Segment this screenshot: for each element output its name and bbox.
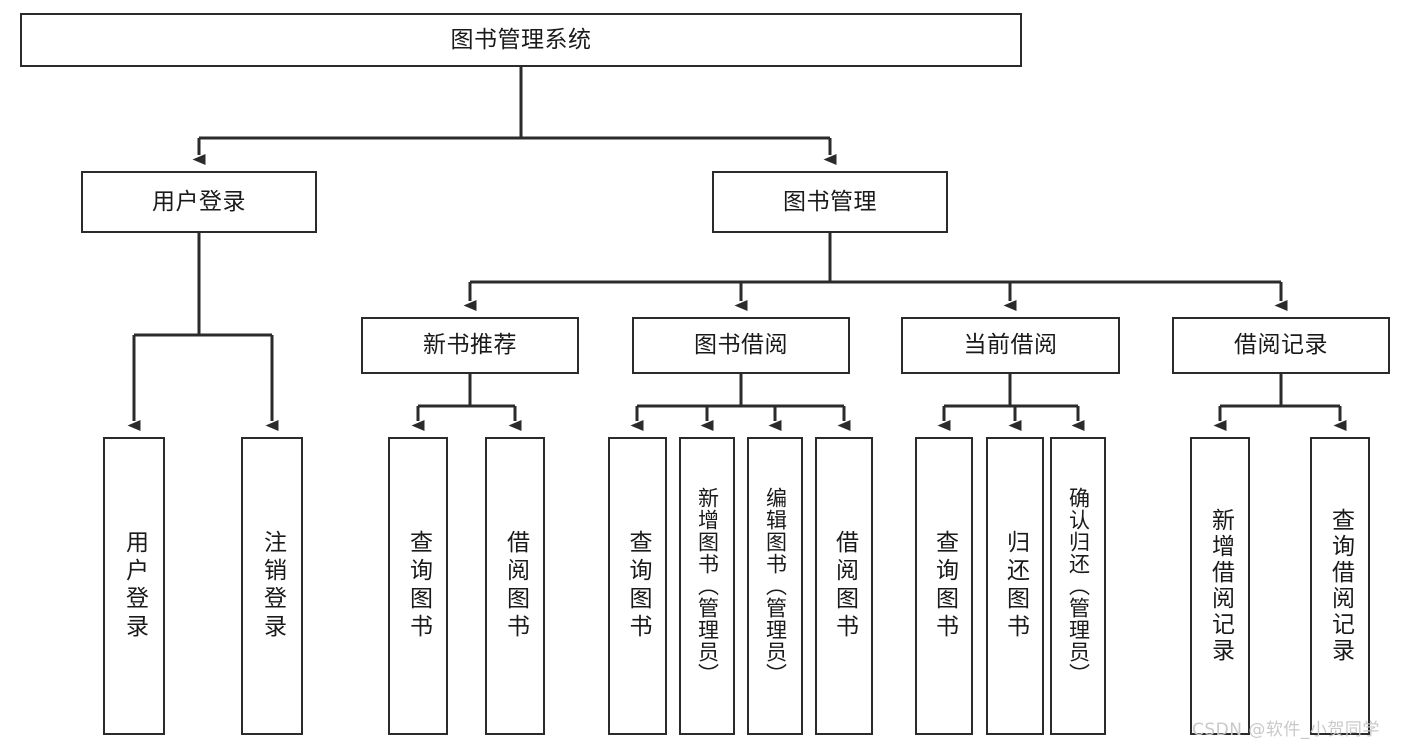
node-leaf-add-record-label: 新增借阅记录 (1207, 508, 1234, 664)
node-leaf-query-record[interactable]: 查询借阅记录 (1310, 437, 1370, 735)
node-root[interactable]: 图书管理系统 (20, 13, 1022, 67)
node-leaf-borrow-book-1-label: 借阅图书 (502, 530, 529, 642)
node-leaf-user-login[interactable]: 用户登录 (103, 437, 165, 735)
node-leaf-query-record-label: 查询借阅记录 (1327, 508, 1354, 664)
node-leaf-borrow-book-2-label: 借阅图书 (831, 530, 858, 642)
node-leaf-return-book[interactable]: 归还图书 (986, 437, 1044, 735)
node-user-login-label: 用户登录 (152, 188, 246, 215)
node-leaf-add-book[interactable]: 新增图书（管理员） (679, 437, 735, 735)
node-leaf-add-book-label: 新增图书（管理员） (695, 487, 720, 685)
node-leaf-query-book-3[interactable]: 查询图书 (915, 437, 973, 735)
node-leaf-borrow-book-2[interactable]: 借阅图书 (815, 437, 873, 735)
node-user-login[interactable]: 用户登录 (81, 171, 317, 233)
node-leaf-query-book-2-label: 查询图书 (625, 530, 651, 642)
node-leaf-edit-book-label: 编辑图书（管理员） (763, 487, 788, 685)
node-leaf-return-book-label: 归还图书 (1002, 530, 1029, 642)
node-leaf-query-book-1-label: 查询图书 (405, 530, 432, 642)
node-book-manage[interactable]: 图书管理 (712, 171, 948, 233)
node-leaf-confirm-return-label: 确认归还（管理员） (1066, 487, 1091, 685)
node-root-label: 图书管理系统 (450, 26, 592, 53)
node-new-book-rec-label: 新书推荐 (423, 332, 517, 359)
node-leaf-user-logout[interactable]: 注销登录 (241, 437, 303, 735)
node-borrow-record-label: 借阅记录 (1234, 332, 1328, 359)
node-borrow-record[interactable]: 借阅记录 (1172, 317, 1390, 374)
node-book-borrow-label: 图书借阅 (694, 332, 788, 359)
node-leaf-user-logout-label: 注销登录 (259, 530, 286, 642)
node-book-borrow[interactable]: 图书借阅 (632, 317, 850, 374)
node-leaf-query-book-2[interactable]: 查询图书 (608, 437, 667, 735)
node-leaf-query-book-3-label: 查询图书 (931, 530, 958, 642)
node-leaf-user-login-label: 用户登录 (121, 530, 148, 642)
node-new-book-rec[interactable]: 新书推荐 (361, 317, 579, 374)
node-current-borrow-label: 当前借阅 (963, 332, 1058, 359)
node-leaf-confirm-return[interactable]: 确认归还（管理员） (1050, 437, 1106, 735)
node-book-manage-label: 图书管理 (783, 188, 877, 215)
node-leaf-query-book-1[interactable]: 查询图书 (388, 437, 448, 735)
node-current-borrow[interactable]: 当前借阅 (901, 317, 1120, 374)
node-leaf-borrow-book-1[interactable]: 借阅图书 (485, 437, 545, 735)
node-leaf-edit-book[interactable]: 编辑图书（管理员） (747, 437, 803, 735)
node-leaf-add-record[interactable]: 新增借阅记录 (1190, 437, 1250, 735)
